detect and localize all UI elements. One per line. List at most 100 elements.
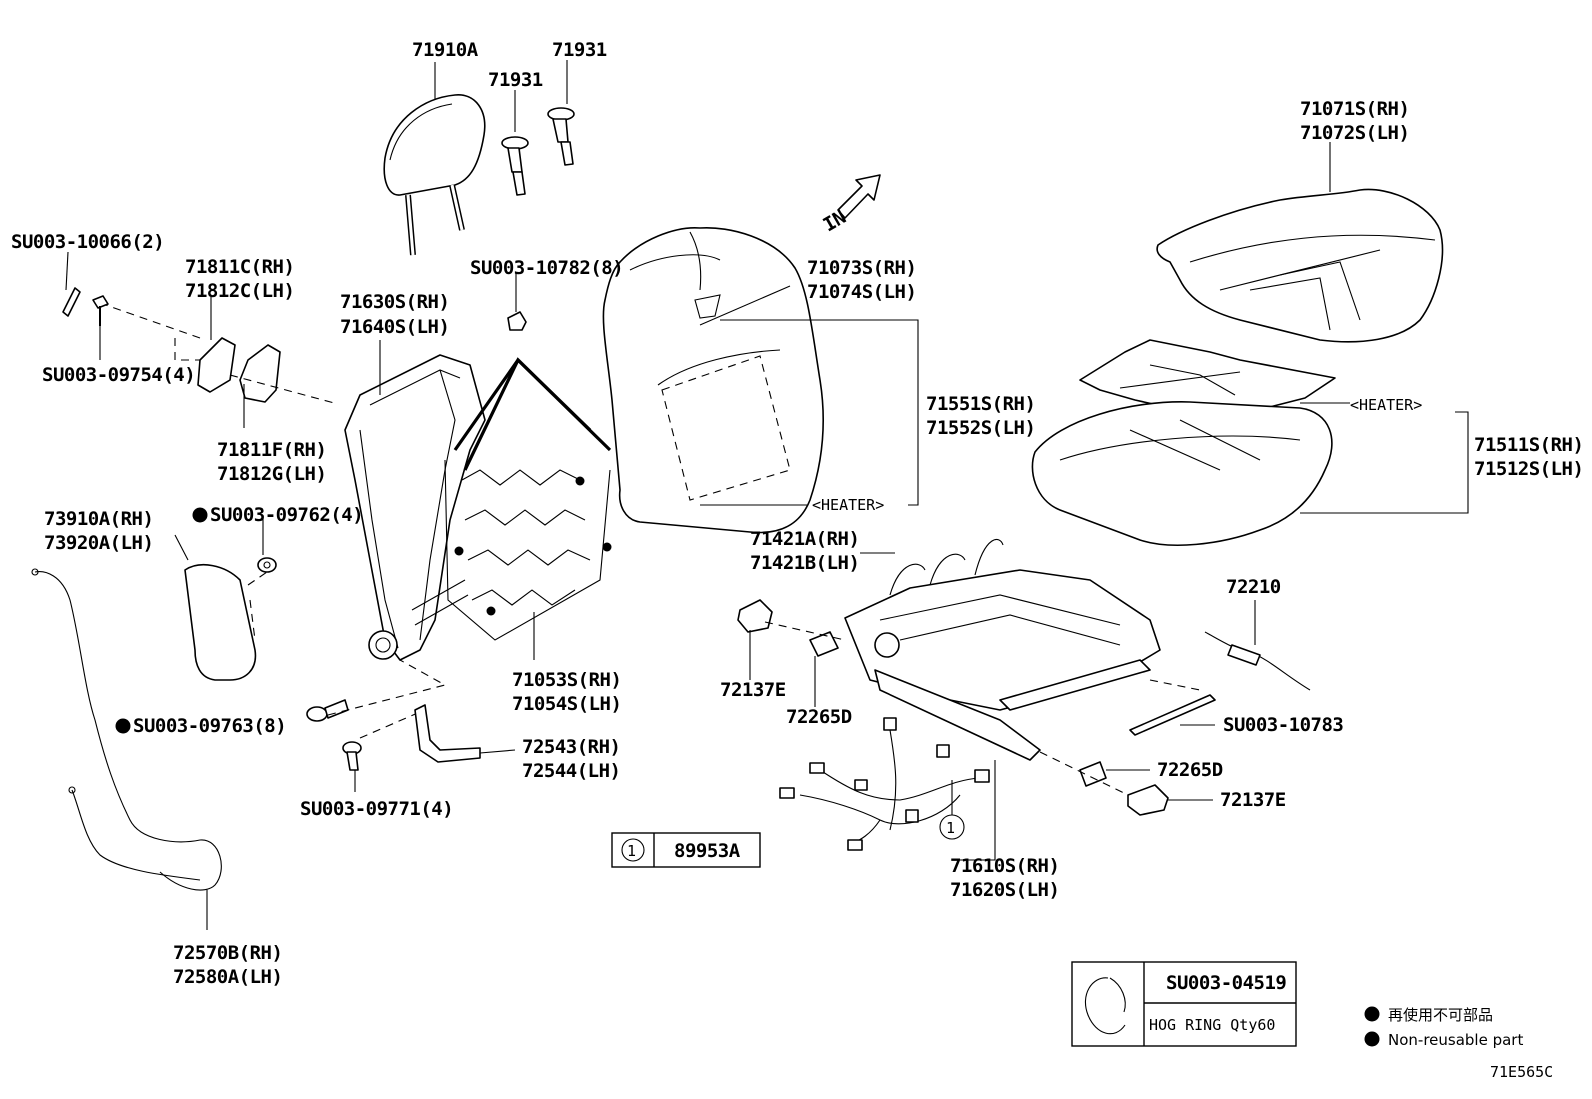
svg-text:71811C(RH): 71811C(RH) [185, 256, 294, 278]
legend-dot-2 [1364, 1031, 1380, 1047]
label-back-spring-rh: 71053S(RH) [512, 669, 621, 691]
svg-text:71512S(LH): 71512S(LH) [1474, 458, 1583, 480]
svg-text:71931: 71931 [488, 69, 543, 91]
label-side-cover-upper-rh: 71811C(RH) [185, 256, 294, 278]
label-nut-09762: SU003-09762(4) [210, 504, 363, 526]
seat-back-spring-drawing [444, 357, 612, 641]
headrest-guide-drawing-1 [501, 136, 529, 196]
label-cushion-pad-rh: 71511S(RH) [1474, 434, 1583, 456]
headrest-guide-drawing-2 [547, 107, 575, 166]
label-clip-10783: SU003-10783 [1223, 714, 1343, 736]
svg-text:SU003-10783: SU003-10783 [1223, 714, 1343, 736]
label-clip-72265d-1: 72265D [786, 706, 852, 728]
bracket-drawing [414, 704, 481, 763]
label-cushion-cover-lh: 71072S(LH) [1300, 122, 1409, 144]
label-adjuster-rh: 71610S(RH) [950, 855, 1059, 877]
label-cover-72137e-2: 72137E [1220, 789, 1286, 811]
svg-text:71074S(LH): 71074S(LH) [807, 281, 916, 303]
cover-72137e-drawing-1 [737, 599, 773, 633]
seat-back-frame-drawing [344, 354, 486, 661]
svg-text:再使用不可部品: 再使用不可部品 [1388, 1006, 1493, 1024]
label-screw-09754: SU003-09754(4) [42, 364, 195, 386]
svg-text:71812G(LH): 71812G(LH) [217, 463, 326, 485]
svg-text:71910A: 71910A [412, 39, 479, 61]
svg-text:71812C(LH): 71812C(LH) [185, 280, 294, 302]
hog-ring-table: SU003-04519 HOG RING Qty60 [1071, 961, 1297, 1047]
hog-ring-desc: HOG RING Qty60 [1149, 1016, 1275, 1034]
svg-text:72265D: 72265D [1157, 759, 1223, 781]
svg-text:71630S(RH): 71630S(RH) [340, 291, 449, 313]
in-direction-arrow [837, 174, 881, 219]
svg-text:HOG RING Qty60: HOG RING Qty60 [1149, 1016, 1275, 1034]
clip-72265d-drawing-2 [1079, 761, 1107, 787]
svg-text:<HEATER>: <HEATER> [812, 496, 884, 514]
seat-cushion-pad-drawing [1031, 401, 1333, 546]
label-bracket-lh: 72544(LH) [522, 760, 620, 782]
label-back-cover-lh: 71074S(LH) [807, 281, 916, 303]
label-side-cover-upper-lh: 71812C(LH) [185, 280, 294, 302]
label-guide-1: 71931 [488, 69, 543, 91]
svg-text:SU003-09754(4): SU003-09754(4) [42, 364, 195, 386]
clip-10783-drawing [1129, 694, 1216, 736]
harness-table-index: 1 [627, 842, 636, 860]
nut-09762-drawing [257, 557, 277, 573]
screw-09754-drawing [92, 295, 109, 326]
label-cushion-spring-rh: 71421A(RH) [750, 528, 859, 550]
svg-text:73910A(RH): 73910A(RH) [44, 508, 153, 530]
legend-jp: 再使用不可部品 [1388, 1006, 1493, 1024]
svg-text:<HEATER>: <HEATER> [1350, 396, 1422, 414]
svg-text:71610S(RH): 71610S(RH) [950, 855, 1059, 877]
svg-text:71620S(LH): 71620S(LH) [950, 879, 1059, 901]
svg-text:72570B(RH): 72570B(RH) [173, 942, 282, 964]
svg-text:71931: 71931 [552, 39, 607, 61]
seat-back-cover-drawing [602, 227, 825, 534]
diagram-id: 71E565C [1490, 1063, 1553, 1081]
label-cable-72210: 72210 [1226, 576, 1281, 598]
cable-72210-drawing [1204, 631, 1311, 691]
svg-text:72265D: 72265D [786, 706, 852, 728]
svg-text:71071S(RH): 71071S(RH) [1300, 98, 1409, 120]
label-bracket-rh: 72543(RH) [522, 736, 620, 758]
label-cushion-heater-note: <HEATER> [1350, 396, 1422, 414]
svg-text:72543(RH): 72543(RH) [522, 736, 620, 758]
label-back-cover-rh: 71073S(RH) [807, 257, 916, 279]
svg-text:71E565C: 71E565C [1490, 1063, 1553, 1081]
label-clip-72265d-2: 72265D [1157, 759, 1223, 781]
part-labels: 71910A 71931 71931 IN SU003-10066(2) 718… [11, 39, 1584, 988]
wire-harness-drawing [779, 717, 990, 851]
label-back-frame-lh: 71640S(LH) [340, 316, 449, 338]
label-airbag-lh: 73920A(LH) [44, 532, 153, 554]
svg-text:89953A: 89953A [674, 840, 741, 862]
svg-text:71511S(RH): 71511S(RH) [1474, 434, 1583, 456]
svg-text:71811F(RH): 71811F(RH) [217, 439, 326, 461]
label-cover-72137e-1: 72137E [720, 679, 786, 701]
cover-72137e-drawing-2 [1127, 784, 1169, 816]
svg-text:71421B(LH): 71421B(LH) [750, 552, 859, 574]
svg-text:71421A(RH): 71421A(RH) [750, 528, 859, 550]
release-cable-drawing [31, 568, 222, 891]
svg-text:SU003-10066(2): SU003-10066(2) [11, 231, 164, 253]
label-bolt-09763: SU003-09763(8) [133, 715, 286, 737]
label-adjuster-lh: 71620S(LH) [950, 879, 1059, 901]
svg-text:73920A(LH): 73920A(LH) [44, 532, 153, 554]
svg-text:71053S(RH): 71053S(RH) [512, 669, 621, 691]
svg-text:1: 1 [946, 819, 955, 837]
legend: 再使用不可部品 Non-reusable part [1364, 1006, 1523, 1049]
side-airbag-drawing [184, 564, 257, 681]
label-back-spring-lh: 71054S(LH) [512, 693, 621, 715]
svg-text:SU003-09771(4): SU003-09771(4) [300, 798, 453, 820]
label-clip-10066: SU003-10066(2) [11, 231, 164, 253]
label-cable-rh: 72570B(RH) [173, 942, 282, 964]
label-cushion-pad-lh: 71512S(LH) [1474, 458, 1583, 480]
label-back-clip: SU003-10782(8) [470, 257, 623, 279]
label-back-heater-lh: 71552S(LH) [926, 417, 1035, 439]
harness-table-part: 89953A [674, 840, 741, 862]
label-cushion-spring-lh: 71421B(LH) [750, 552, 859, 574]
label-guide-2: 71931 [552, 39, 607, 61]
harness-index-marker-text: 1 [946, 819, 955, 837]
label-airbag-rh: 73910A(RH) [44, 508, 153, 530]
label-headrest: 71910A [412, 39, 479, 61]
harness-index-marker [939, 814, 965, 840]
svg-text:72544(LH): 72544(LH) [522, 760, 620, 782]
back-clip-drawing [507, 311, 527, 331]
